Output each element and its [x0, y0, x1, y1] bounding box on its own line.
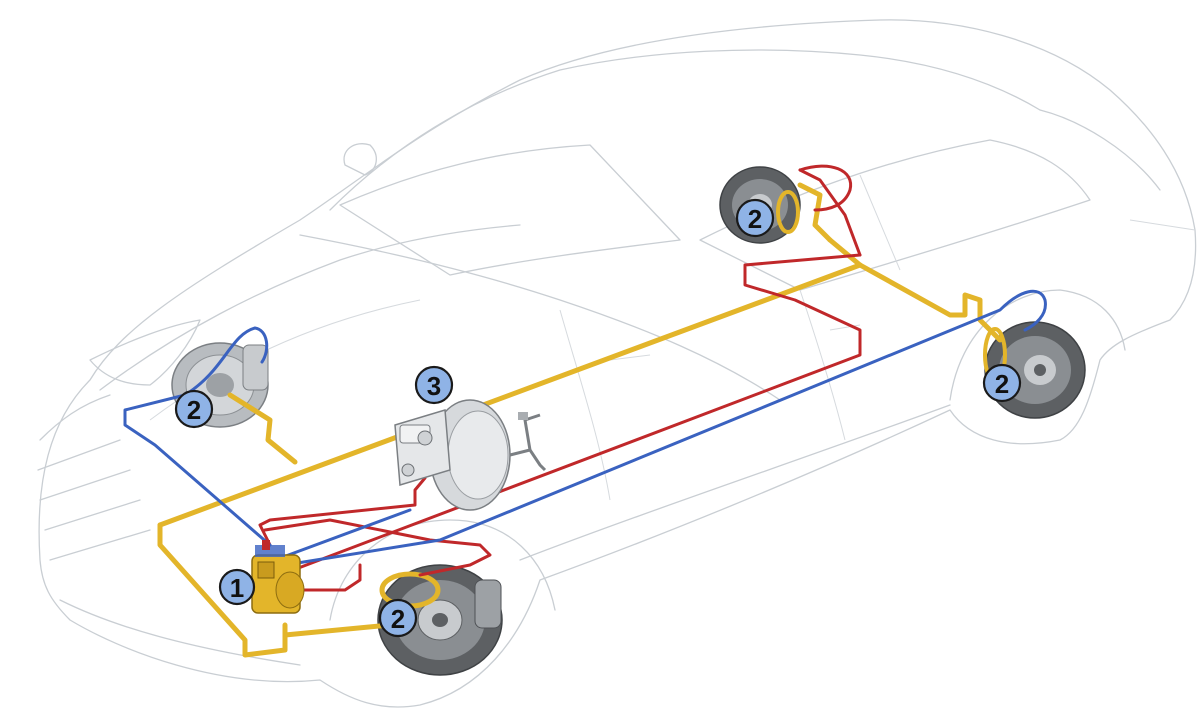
yellow-main-lines [157, 182, 1003, 658]
callout-label: 3 [427, 371, 441, 401]
callout-label: 2 [995, 369, 1009, 399]
red-brake-circuit [258, 164, 862, 592]
callout-label: 2 [187, 395, 201, 425]
callout-wheel-front-left: 2 [174, 389, 214, 429]
callout-label: 2 [391, 604, 405, 634]
brake-disc-front-right [377, 564, 503, 676]
callout-wheel-rear-left: 2 [735, 198, 775, 238]
callout-brake-booster: 3 [414, 365, 454, 405]
brake-booster-icon [394, 399, 547, 511]
callout-label: 2 [748, 204, 762, 234]
abs-hydraulic-unit-icon [251, 540, 305, 614]
callout-label: 1 [230, 573, 244, 603]
callout-wheel-rear-right: 2 [982, 363, 1022, 403]
callout-wheel-front-right: 2 [378, 598, 418, 638]
callout-hydraulic-unit: 1 [218, 568, 256, 606]
